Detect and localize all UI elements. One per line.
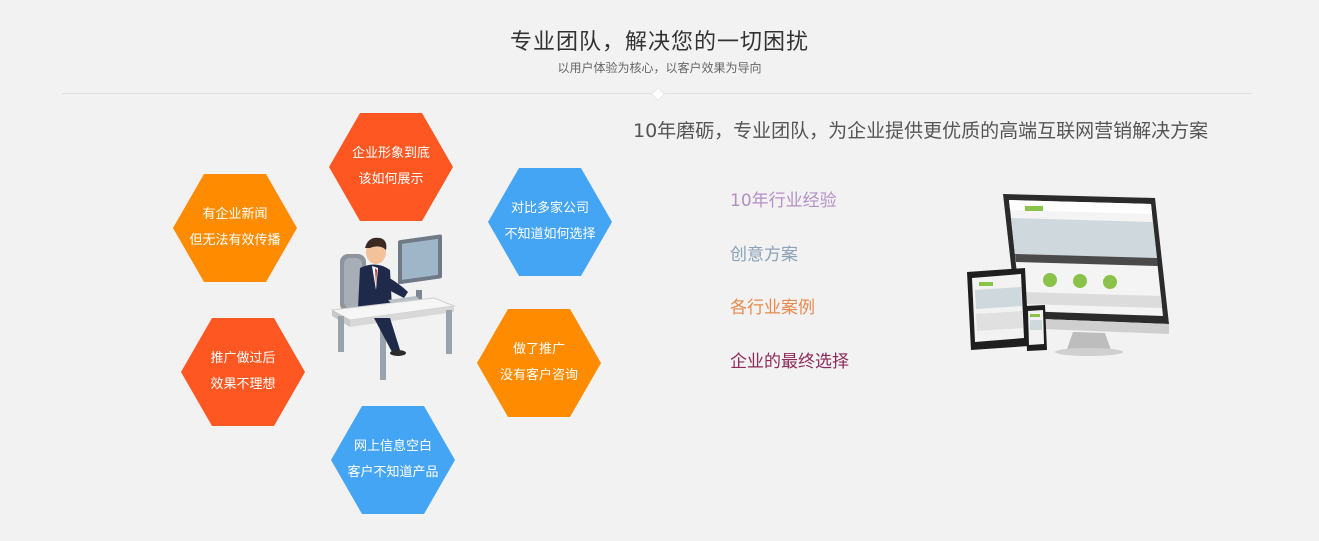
- problem-line: 效果不理想: [210, 377, 276, 392]
- problem-line: 有企业新闻: [202, 207, 268, 222]
- businessman-desk-illustration: [330, 234, 456, 380]
- problem-line: 企业形象到底: [351, 146, 430, 161]
- problem-hex-inquiry: 做了推广 没有客户咨询: [477, 309, 601, 417]
- feature-final-choice: 企业的最终选择: [730, 352, 849, 372]
- problem-hex-online: 网上信息空白 客户不知道产品: [331, 406, 455, 514]
- problem-hex-image: 企业形象到底 该如何展示: [329, 113, 453, 221]
- problem-line: 没有客户咨询: [499, 368, 578, 383]
- problem-line: 该如何展示: [358, 172, 424, 187]
- feature-experience: 10年行业经验: [730, 191, 837, 211]
- problem-line: 客户不知道产品: [347, 465, 439, 480]
- problem-line: 推广做过后: [210, 351, 276, 366]
- feature-cases: 各行业案例: [730, 298, 815, 318]
- divider-diamond: [650, 86, 666, 102]
- problem-line: 做了推广: [512, 342, 565, 357]
- problem-line: 对比多家公司: [510, 201, 589, 216]
- problem-hex-effect: 推广做过后 效果不理想: [181, 318, 305, 426]
- problem-line: 网上信息空白: [353, 439, 432, 454]
- feature-creative: 创意方案: [730, 245, 798, 265]
- problem-line: 但无法有效传播: [189, 233, 281, 248]
- responsive-devices-image: [967, 194, 1169, 356]
- problem-line: 不知道如何选择: [504, 227, 596, 242]
- problem-hex-news: 有企业新闻 但无法有效传播: [173, 174, 297, 282]
- solution-headline: 10年磨砺，专业团队，为企业提供更优质的高端互联网营销解决方案: [633, 120, 1209, 142]
- problem-hex-compare: 对比多家公司 不知道如何选择: [488, 168, 612, 276]
- section-subtitle: 以用户体验为核心，以客户效果为导向: [557, 61, 762, 75]
- section-title: 专业团队，解决您的一切困扰: [509, 30, 809, 55]
